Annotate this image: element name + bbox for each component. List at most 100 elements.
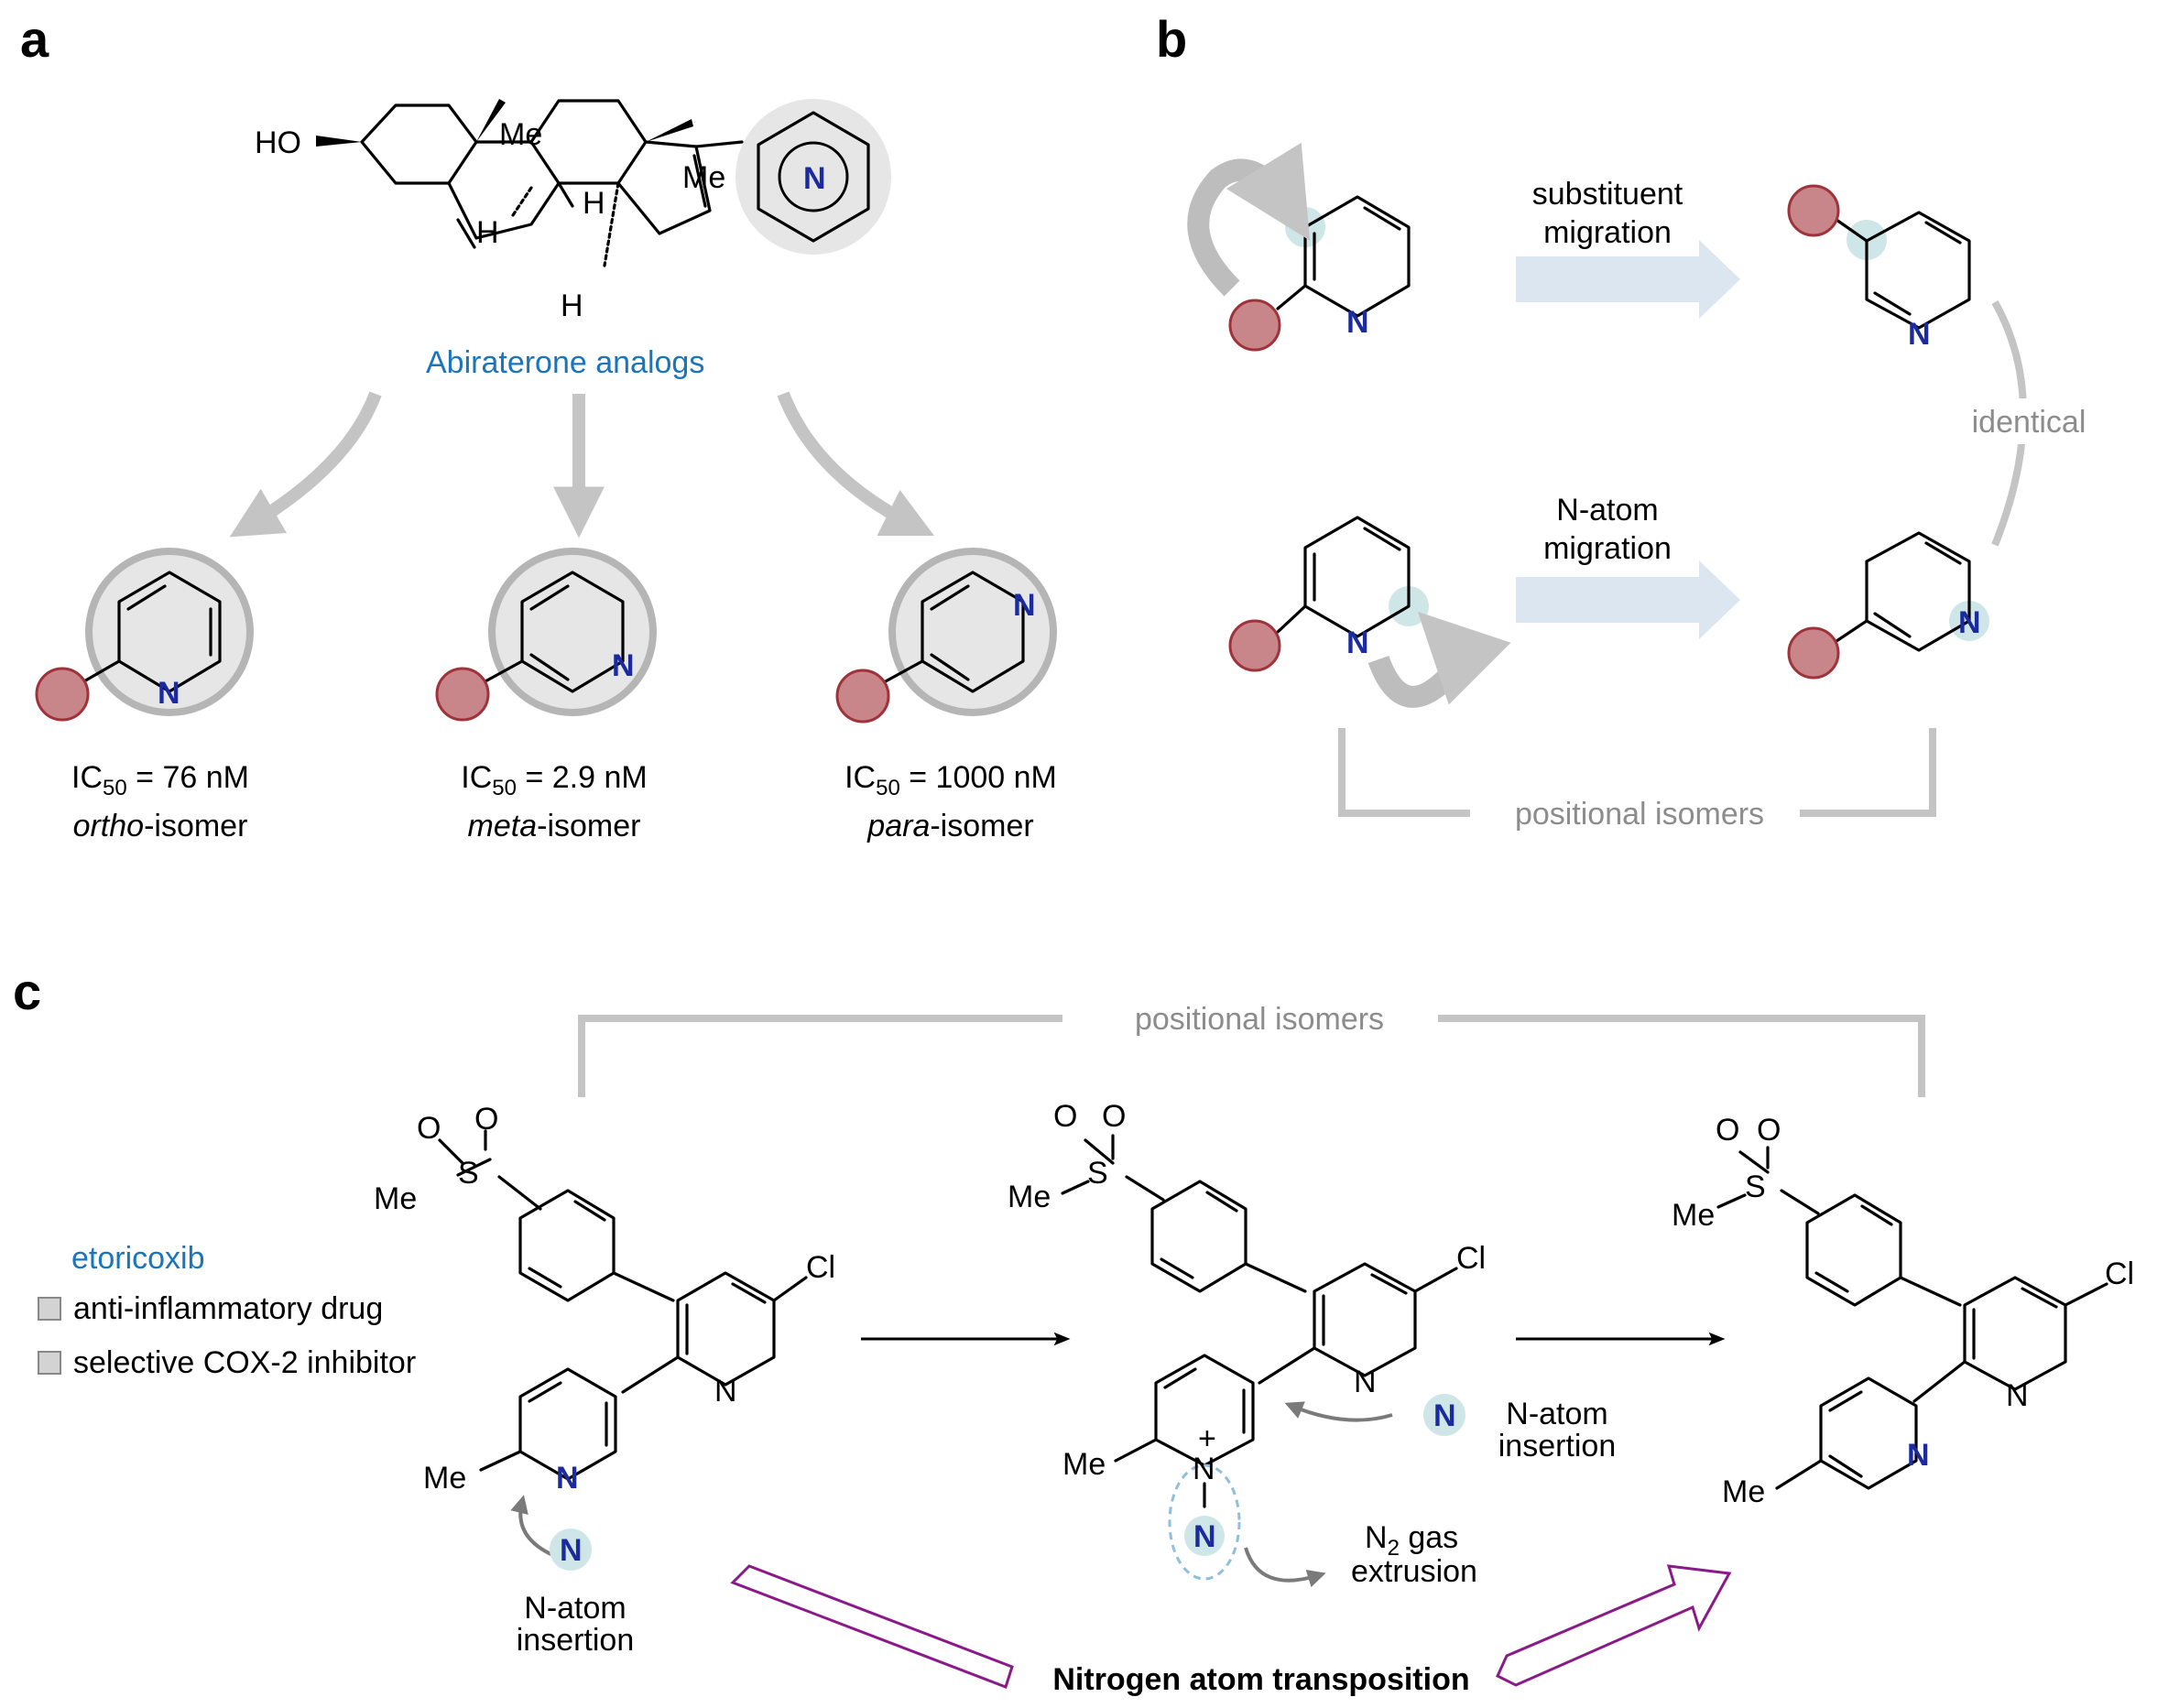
b-product-top — [1787, 184, 1971, 330]
etoricoxib-label: etoricoxib — [71, 1241, 205, 1276]
c3-o-label-1: O — [1716, 1113, 1739, 1148]
c3-n-label-1: N — [2006, 1378, 2029, 1413]
c2-me-label-1: Me — [1008, 1180, 1051, 1214]
b-start-pyridine-bottom — [1228, 516, 1511, 708]
etoricoxib-structure — [438, 1129, 808, 1481]
ortho-isomer-structure — [35, 548, 254, 722]
c1-insertion-arrow — [510, 1495, 558, 1559]
c2-nn-highlight — [1184, 1516, 1225, 1556]
meta-ic-value: = 2.9 nM — [517, 760, 648, 795]
c3-me-label-2: Me — [1722, 1474, 1765, 1509]
c1-cl-label: Cl — [806, 1250, 835, 1285]
para-isomer-structure — [835, 548, 1057, 723]
c2-insertion-line2: insertion — [1498, 1429, 1617, 1463]
scaffold-ho-label: HO — [255, 125, 301, 160]
n2-extrusion-arrow — [1244, 1547, 1326, 1588]
c2-n-label-1: N — [1354, 1365, 1377, 1399]
b-identical-label: identical — [1972, 405, 2086, 440]
c3-s-label: S — [1745, 1169, 1766, 1204]
b-arrow-natom-line2: migration — [1543, 531, 1672, 566]
b-start-pyridine-top — [1187, 142, 1411, 352]
abiraterone-caption: Abiraterone analogs — [426, 345, 704, 380]
ortho-n-label: N — [158, 676, 180, 711]
ortho-caption: ortho-isomer — [73, 809, 248, 843]
ortho-ic-value: = 76 nM — [127, 760, 249, 795]
b-product-bottom-n: N — [1958, 605, 1981, 640]
bullet-box-2 — [38, 1351, 61, 1375]
transposition-label: Nitrogen atom transposition — [1052, 1662, 1469, 1697]
c1-insertion-line2: insertion — [517, 1623, 635, 1658]
b-product-top-n: N — [1908, 317, 1931, 352]
b-product-bottom — [1787, 531, 1989, 680]
n2-n: N — [1365, 1520, 1388, 1555]
meta-ic50: IC50 = 2.9 nM — [461, 760, 647, 800]
b-arrow-substituent-line1: substituent — [1532, 177, 1683, 212]
bullet-text-2: selective COX-2 inhibitor — [73, 1345, 416, 1380]
meta-italic: meta — [468, 809, 538, 843]
c2-cl-label: Cl — [1456, 1241, 1486, 1276]
bullet-box-1 — [38, 1297, 61, 1321]
c2-insertion-line1: N-atom — [1506, 1397, 1607, 1431]
para-ic-value: = 1000 nM — [900, 760, 1057, 795]
meta-caption: meta-isomer — [468, 809, 641, 843]
arrow-to-para — [777, 391, 935, 537]
panel-label-b: b — [1156, 10, 1187, 68]
c2-n-label-2: N — [1193, 1452, 1215, 1486]
b-arrow-substituent-line2: migration — [1543, 215, 1672, 250]
panel-label-c: c — [13, 963, 41, 1020]
b-start-top-n: N — [1346, 305, 1369, 340]
c2-nn-label: N — [1193, 1519, 1216, 1554]
n2-gas-label: N2 gas — [1365, 1520, 1458, 1561]
scaffold-me-label-1: Me — [499, 117, 542, 152]
c1-me-label-2: Me — [423, 1461, 466, 1496]
c1-me-label-1: Me — [374, 1181, 417, 1216]
n2-extrusion-label: extrusion — [1351, 1554, 1477, 1589]
ortho-suffix: -isomer — [144, 809, 247, 843]
para-ic-sub: 50 — [876, 776, 900, 800]
c2-n-atom: N — [1433, 1398, 1456, 1433]
para-ic50: IC50 = 1000 nM — [844, 760, 1057, 800]
intermediate-structure — [1061, 1134, 1458, 1581]
c1-n-atom: N — [560, 1533, 583, 1568]
scaffold-h-label-1: H — [476, 215, 499, 250]
c1-n-label-1: N — [714, 1374, 737, 1409]
meta-n-label: N — [612, 648, 635, 683]
c2-s-label: S — [1087, 1156, 1108, 1191]
b-start-bottom-n: N — [1346, 626, 1369, 660]
scaffold-me-label-2: Me — [682, 160, 725, 195]
ortho-ic-prefix: IC — [71, 760, 103, 795]
pyridine-highlight — [735, 99, 891, 255]
scaffold-h-label-3: H — [561, 288, 583, 323]
c-positional-label: positional isomers — [1135, 1002, 1384, 1037]
b-positional-bracket — [1338, 728, 1936, 817]
pyridine-n-label: N — [803, 161, 826, 196]
b-arrow-substituent — [1516, 240, 1740, 319]
para-ic-prefix: IC — [844, 760, 876, 795]
para-italic: para — [866, 809, 930, 843]
c3-me-label-1: Me — [1672, 1198, 1715, 1233]
b-positional-label: positional isomers — [1515, 797, 1764, 832]
c1-s-label: S — [458, 1156, 479, 1191]
c3-cl-label: Cl — [2105, 1257, 2134, 1291]
c-positional-bracket — [578, 1015, 1925, 1097]
scaffold-h-label-2: H — [583, 186, 605, 221]
meta-isomer-structure — [435, 548, 657, 722]
c1-insertion-line1: N-atom — [524, 1591, 626, 1626]
c2-plus-label: + — [1198, 1421, 1216, 1456]
para-caption: para-isomer — [866, 809, 1033, 843]
c3-n-label-2: N — [1907, 1438, 1930, 1473]
c2-me-label-2: Me — [1062, 1447, 1106, 1482]
ortho-ic50: IC50 = 76 nM — [71, 760, 249, 800]
product-structure — [1716, 1146, 2108, 1490]
para-suffix: -isomer — [930, 809, 1033, 843]
arrow-to-ortho — [229, 391, 382, 538]
meta-ic-prefix: IC — [461, 760, 492, 795]
c1-n-atom-highlight — [550, 1528, 592, 1571]
panel-label-a: a — [20, 10, 49, 68]
c2-o-label-1: O — [1053, 1099, 1077, 1134]
c1-n-label-2: N — [556, 1461, 579, 1496]
n2-rest: gas — [1400, 1520, 1458, 1555]
transposition-arrow-left — [730, 1564, 1014, 1689]
bullet-text-1: anti-inflammatory drug — [73, 1291, 383, 1326]
